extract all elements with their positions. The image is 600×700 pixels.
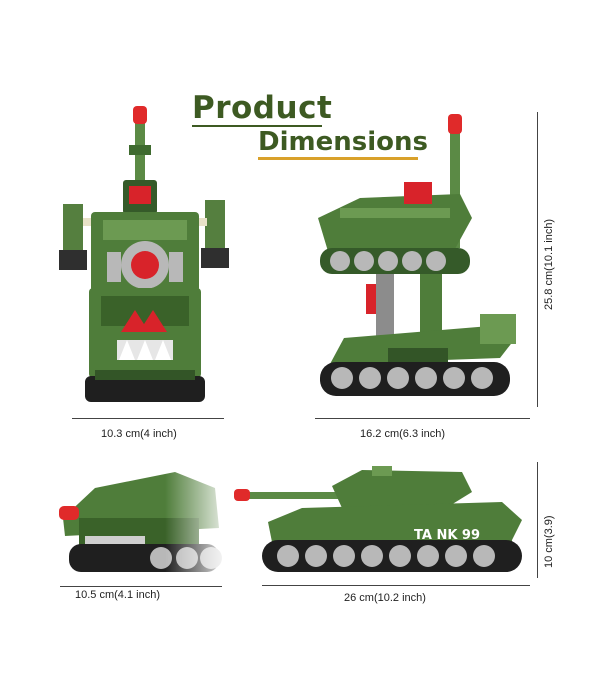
tank-front-width-label: 10.5 cm(4.1 inch) (75, 589, 160, 601)
robot-front-view-image (59, 106, 229, 402)
title-dimensions: Dimensions (258, 127, 428, 157)
tank-side-width-line (262, 585, 530, 586)
title-underline-dimensions (258, 157, 418, 160)
tank-front-view-image (59, 458, 235, 578)
robot-side-width-line (315, 418, 530, 419)
robot-front-width-label: 10.3 cm(4 inch) (101, 428, 177, 440)
title-product: Product (192, 90, 333, 126)
tank-side-view-image: TA NK 99 (234, 466, 522, 572)
tank-side-label: TA NK 99 (414, 528, 480, 543)
robot-side-width-label: 16.2 cm(6.3 inch) (360, 428, 445, 440)
robot-front-width-line (72, 418, 224, 419)
tank-side-width-label: 26 cm(10.2 inch) (344, 592, 426, 604)
robot-side-height-line (537, 112, 538, 407)
tank-side-height-line (537, 462, 538, 578)
robot-side-view-image (318, 114, 516, 396)
robot-side-height-label: 25.8 cm(10.1 inch) (543, 218, 555, 310)
title-underline-product (192, 125, 322, 127)
tank-front-width-line (60, 586, 222, 587)
tank-side-height-label: 10 cm(3.9) (543, 515, 555, 568)
